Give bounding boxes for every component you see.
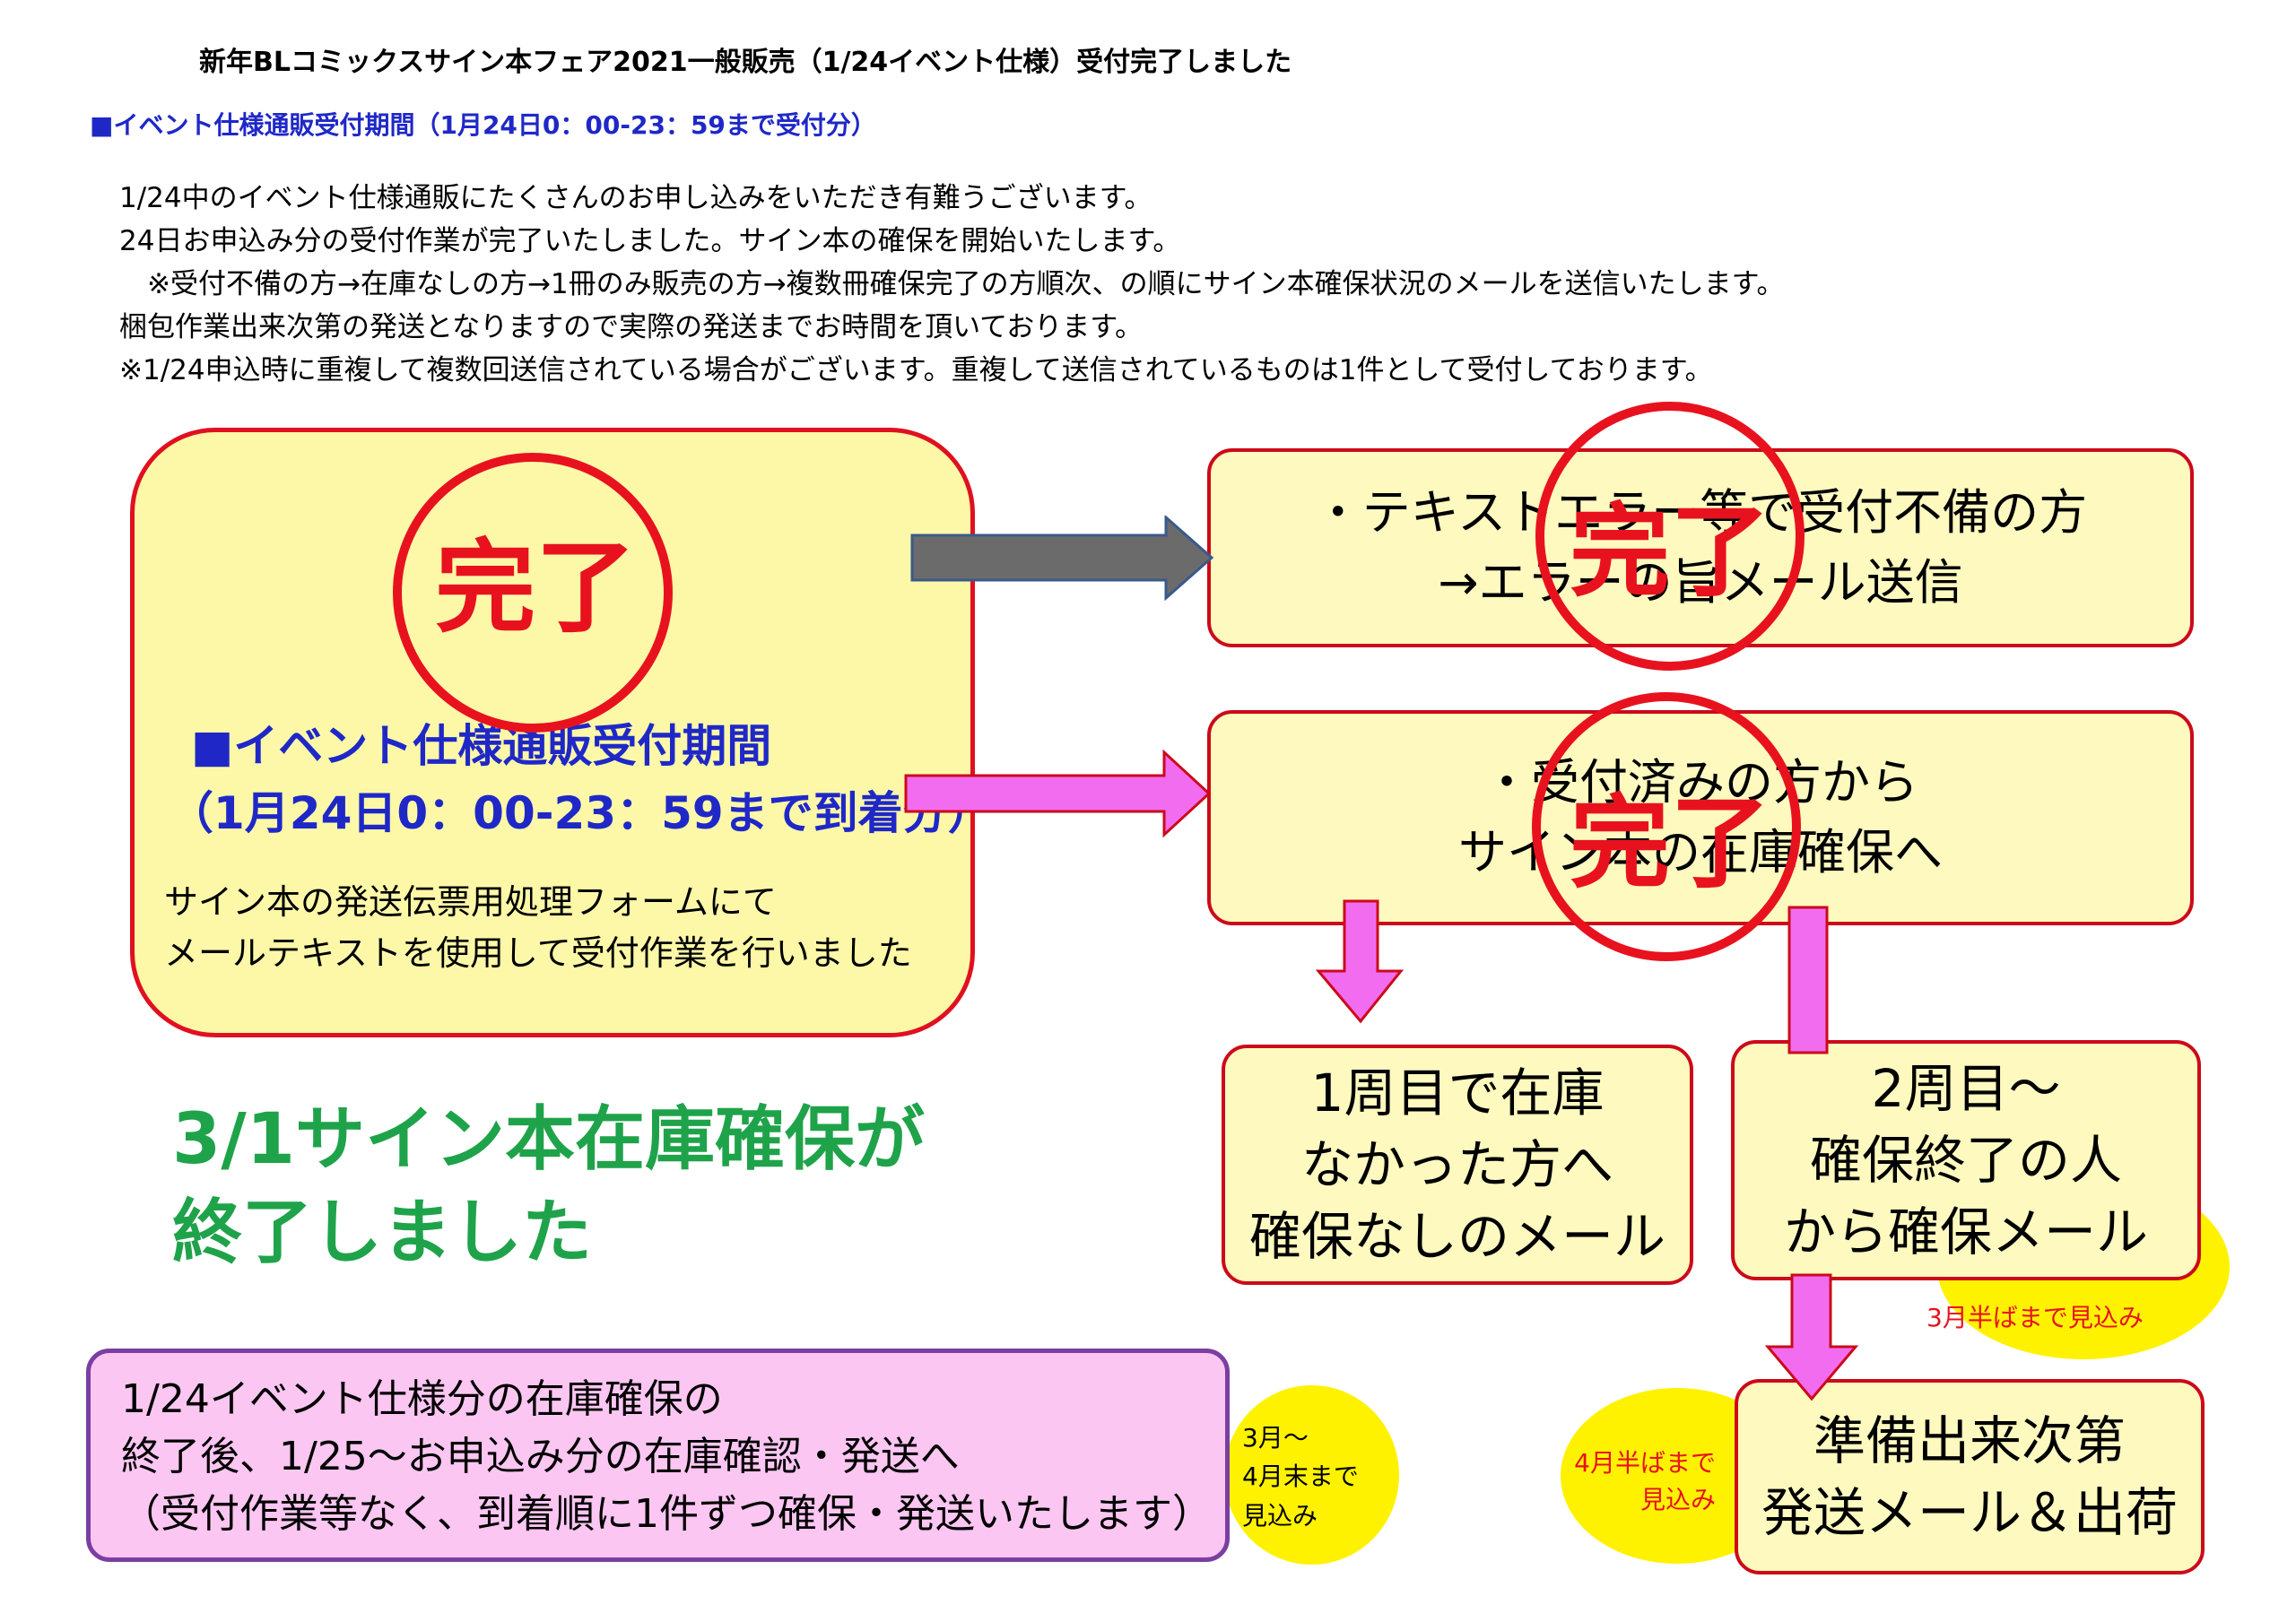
no-stock-box: 1周目で在庫 なかった方へ 確保なしのメール — [1222, 1045, 1693, 1285]
gray-arrow-right-icon — [910, 516, 1214, 601]
error-notice-line-2: →エラーの旨メール送信 — [1438, 554, 1963, 611]
notice-line-5: ※1/24申込時に重複して複数回送信されている場合がございます。重複して送信され… — [119, 354, 1713, 386]
notice-line-2: 24日お申込み分の受付作業が完了いたしました。サイン本の確保を開始いたします。 — [119, 225, 1181, 257]
shipping-box: 準備出来次第 発送メール＆出荷 — [1735, 1379, 2205, 1574]
page-subtitle: ■イベント仕様通販受付期間（1月24日0：00-23：59まで受付分） — [90, 110, 876, 140]
march-april-note-line-2: 4月末まで — [1242, 1462, 1359, 1492]
no-stock-line-1: 1周目で在庫 — [1310, 1062, 1605, 1123]
notice-line-1: 1/24中のイベント仕様通販にたくさんのお申し込みをいただき有難うございます。 — [119, 182, 1152, 214]
shipping-line-1: 準備出来次第 — [1813, 1409, 2126, 1471]
second-round-line-3: から確保メール — [1783, 1201, 2148, 1263]
accepted-stock-box: ・受付済みの方から サイン本の在庫確保へ — [1207, 710, 2194, 925]
march-april-note-line-1: 3月～ — [1242, 1423, 1309, 1453]
pink-arrow-down-left-icon — [1315, 899, 1405, 1024]
error-notice-box: ・テキストエラー等で受付不備の方 →エラーの旨メール送信 — [1207, 448, 2194, 647]
second-round-box: 2周目～ 確保終了の人 から確保メール — [1731, 1040, 2201, 1280]
mid-april-note-line-1: 4月半ばまで — [1574, 1448, 1716, 1478]
no-stock-line-3: 確保なしのメール — [1248, 1206, 1665, 1268]
page-title: 新年BLコミックスサイン本フェア2021一般販売（1/24イベント仕様）受付完了… — [199, 47, 1292, 78]
no-stock-line-2: なかった方へ — [1300, 1133, 1613, 1195]
event-period-box: ■イベント仕様通販受付期間 （1月24日0：00-23：59まで到着分） サイン… — [130, 428, 993, 1037]
event-period-body-2: メールテキストを使用して受付作業を行いました — [164, 933, 912, 973]
mid-march-note: 3月半ばまで見込み — [1926, 1303, 2144, 1332]
event-period-heading-1: ■イベント仕様通販受付期間 — [191, 720, 772, 772]
stock-completed-line-2: 終了しました — [172, 1192, 593, 1273]
next-step-line-2: 終了後、1/25～お申込み分の在庫確認・発送へ — [121, 1433, 960, 1479]
stock-completed-announcement: 3/1サイン本在庫確保が 終了しました — [172, 1094, 925, 1279]
error-notice-line-1: ・テキストエラー等で受付不備の方 — [1313, 483, 2088, 541]
pink-arrow-down-right-icon — [1764, 1273, 1859, 1401]
second-round-line-2: 確保終了の人 — [1809, 1129, 2122, 1191]
mid-april-note: 4月半ばまで 見込み — [1556, 1445, 1716, 1518]
accepted-stock-line-2: サイン本の在庫確保へ — [1458, 824, 1943, 880]
next-step-line-3: （受付作業等なく、到着順に1件ずつ確保・発送いたします） — [121, 1490, 1212, 1537]
next-step-line-1: 1/24イベント仕様分の在庫確保の — [121, 1376, 723, 1422]
notice-line-3: ※受付不備の方→在庫なしの方→1冊のみ販売の方→複数冊確保完了の方順次、の順にサ… — [119, 268, 1785, 300]
shipping-line-2: 発送メール＆出荷 — [1761, 1482, 2178, 1543]
march-april-note-line-3: 見込み — [1242, 1500, 1318, 1531]
pink-connector-icon — [1787, 906, 1829, 1054]
march-april-highlight — [1224, 1385, 1399, 1565]
event-period-body-1: サイン本の発送伝票用処理フォームにて — [164, 882, 777, 922]
second-round-line-1: 2周目～ — [1871, 1057, 2061, 1119]
notice-line-4: 梱包作業出来次第の発送となりますので実際の発送までお時間を頂いております。 — [119, 311, 1144, 343]
accepted-stock-line-1: ・受付済みの方から — [1483, 753, 1918, 811]
next-step-box: 1/24イベント仕様分の在庫確保の 終了後、1/25～お申込み分の在庫確認・発送… — [86, 1349, 1230, 1562]
stock-completed-line-1: 3/1サイン本在庫確保が — [172, 1099, 926, 1180]
mid-april-note-line-2: 見込み — [1639, 1484, 1716, 1514]
event-period-heading-2: （1月24日0：00-23：59まで到着分） — [169, 787, 993, 839]
march-april-note: 3月～ 4月末まで 見込み — [1242, 1418, 1359, 1535]
pink-arrow-right-icon — [904, 749, 1212, 838]
